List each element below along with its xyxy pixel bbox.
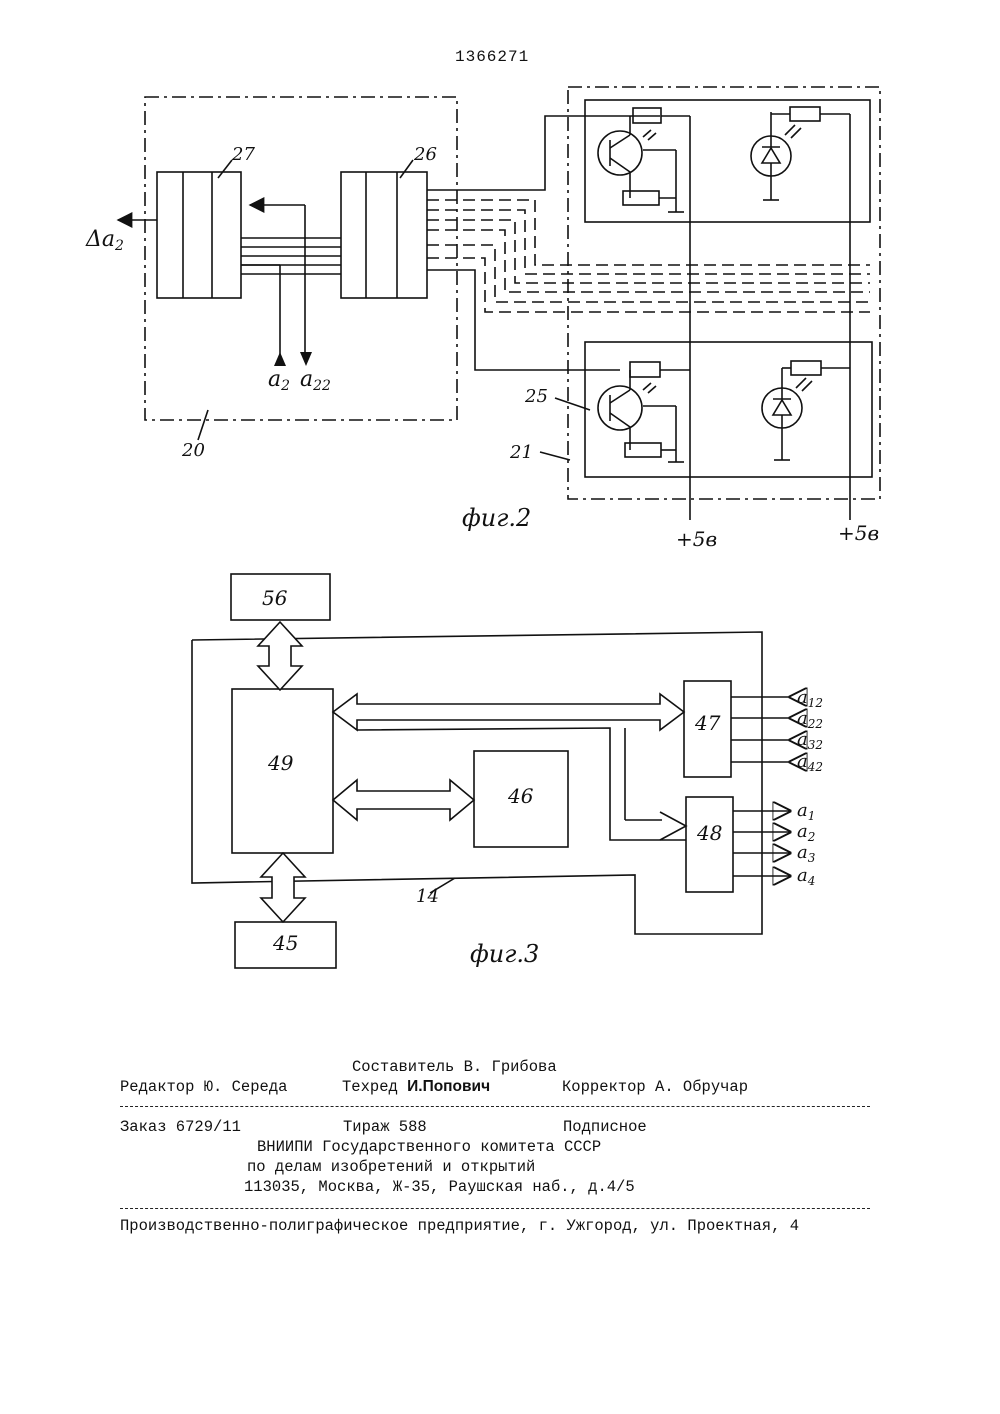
figure-3-diagram: 56 49 46 45 47 48 14 a12a22a32a42 a1a2a3… <box>0 0 1000 1000</box>
label-45: 45 <box>272 931 298 955</box>
output-label-a1: a1 <box>797 800 815 823</box>
input-label-a22: a22 <box>797 708 823 731</box>
label-47: 47 <box>694 711 721 735</box>
label-49: 49 <box>267 751 294 775</box>
corrector: Корректор А. Обручар <box>562 1078 748 1096</box>
input-label-a32: a32 <box>797 729 823 752</box>
subscription: Подписное <box>563 1118 647 1136</box>
org-line-2: по делам изобретений и открытий <box>247 1158 535 1176</box>
label-46: 46 <box>507 784 534 808</box>
org-line-3: 113035, Москва, Ж-35, Раушская наб., д.4… <box>244 1178 635 1196</box>
output-label-a3: a3 <box>797 842 816 865</box>
circulation: Тираж 588 <box>343 1118 427 1136</box>
divider-top <box>120 1106 870 1107</box>
input-label-a12: a12 <box>797 687 823 710</box>
figure-3-caption: фиг.3 <box>470 940 539 968</box>
editor: Редактор Ю. Середа <box>120 1078 287 1096</box>
order: Заказ 6729/11 <box>120 1118 241 1136</box>
techred: Техред И.Попович <box>342 1078 490 1096</box>
output-label-a2: a2 <box>797 821 815 844</box>
printer: Производственно-полиграфическое предприя… <box>120 1217 799 1235</box>
label-56: 56 <box>262 586 288 610</box>
output-label-a4: a4 <box>797 865 815 888</box>
org-line-1: ВНИИПИ Государственного комитета СССР <box>257 1138 601 1156</box>
compiler: Составитель В. Грибова <box>352 1058 557 1076</box>
divider-bottom <box>120 1208 870 1209</box>
label-14: 14 <box>416 886 439 907</box>
label-48: 48 <box>696 821 722 845</box>
input-label-a42: a42 <box>797 751 823 774</box>
